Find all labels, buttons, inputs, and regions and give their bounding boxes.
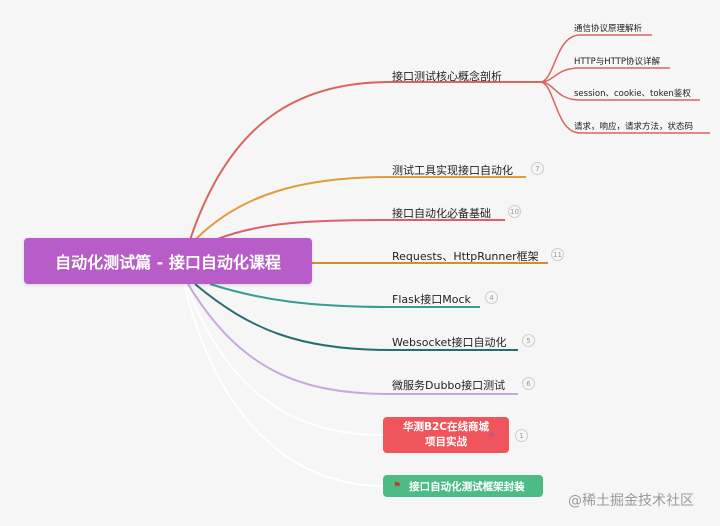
topic-3[interactable]: 接口自动化必备基础 xyxy=(392,207,491,220)
root-node[interactable]: 自动化测试篇 - 接口自动化课程 xyxy=(24,238,312,284)
root-label: 自动化测试篇 - 接口自动化课程 xyxy=(55,253,281,272)
subtopic-4[interactable]: 请求，响应，请求方法，状态码 xyxy=(574,122,694,132)
project-node-line1: 华测B2C在线商城 xyxy=(402,421,489,433)
watermark: @稀土掘金技术社区 xyxy=(568,493,694,509)
count-badge[interactable]: 10 xyxy=(508,205,521,218)
topic-2[interactable]: 测试工具实现接口自动化 xyxy=(392,164,513,177)
framework-node-label: 接口自动化测试框架封装 xyxy=(409,480,525,493)
count-badge[interactable]: 4 xyxy=(485,291,498,304)
framework-node[interactable]: ⚑ 接口自动化测试框架封装 xyxy=(383,475,543,497)
count-badge[interactable]: 1 xyxy=(515,429,528,442)
flag-icon: ⚑ xyxy=(393,481,402,491)
topic-5[interactable]: Flask接口Mock xyxy=(392,293,471,306)
count-badge[interactable]: 5 xyxy=(522,334,535,347)
count-badge[interactable]: 11 xyxy=(551,248,564,261)
project-node[interactable]: 华测B2C在线商城 项目实战 xyxy=(383,417,509,453)
topic-4[interactable]: Requests、HttpRunner框架 xyxy=(392,250,539,263)
project-node-line2: 项目实战 xyxy=(425,436,467,448)
topic-6[interactable]: Websocket接口自动化 xyxy=(392,336,507,349)
subtopic-2[interactable]: HTTP与HTTP协议详解 xyxy=(574,57,661,67)
subtopic-3[interactable]: session、cookie、token鉴权 xyxy=(574,89,691,99)
topic-7[interactable]: 微服务Dubbo接口测试 xyxy=(392,379,506,392)
link-icon[interactable]: ∞ xyxy=(488,430,495,439)
subtopic-1[interactable]: 通信协议原理解析 xyxy=(574,24,643,34)
count-badge[interactable]: 7 xyxy=(531,162,544,175)
topic-1[interactable]: 接口测试核心概念剖析 xyxy=(392,70,502,83)
count-badge[interactable]: 6 xyxy=(522,377,535,390)
